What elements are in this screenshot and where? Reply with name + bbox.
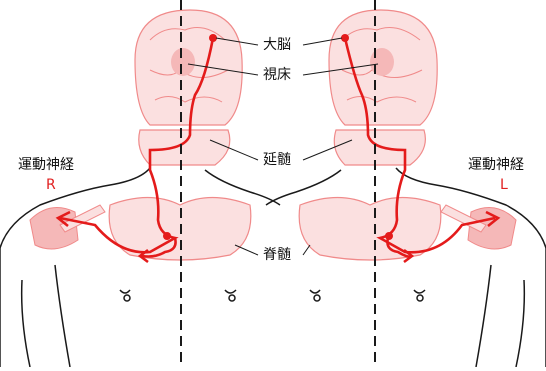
label-motor-nerve-left: 運動神経 bbox=[18, 158, 74, 172]
right-torso-side bbox=[476, 265, 491, 367]
left-pathway-node-spine bbox=[163, 232, 171, 240]
left-torso-side bbox=[55, 265, 70, 367]
right-pathway-node-top bbox=[341, 34, 349, 42]
label-side-r: R bbox=[46, 178, 56, 192]
right-thalamus-shape bbox=[370, 48, 394, 76]
left-thalamus-shape bbox=[171, 48, 195, 76]
right-nipples bbox=[310, 290, 425, 301]
right-pathway-node-spine bbox=[385, 232, 393, 240]
left-arm-outline bbox=[0, 248, 30, 367]
left-pathway-node-top bbox=[209, 34, 217, 42]
label-thalamus: 視床 bbox=[263, 68, 291, 82]
label-spinal-cord: 脊髄 bbox=[263, 248, 291, 262]
left-panel bbox=[0, 10, 280, 367]
label-side-l: L bbox=[500, 178, 508, 192]
label-cerebrum: 大脳 bbox=[263, 38, 291, 52]
left-nipples bbox=[120, 290, 236, 301]
label-medulla: 延髄 bbox=[263, 153, 291, 167]
label-motor-nerve-right: 運動神経 bbox=[468, 158, 524, 172]
right-arm-outline bbox=[516, 248, 546, 367]
left-medulla-shape bbox=[139, 130, 230, 165]
